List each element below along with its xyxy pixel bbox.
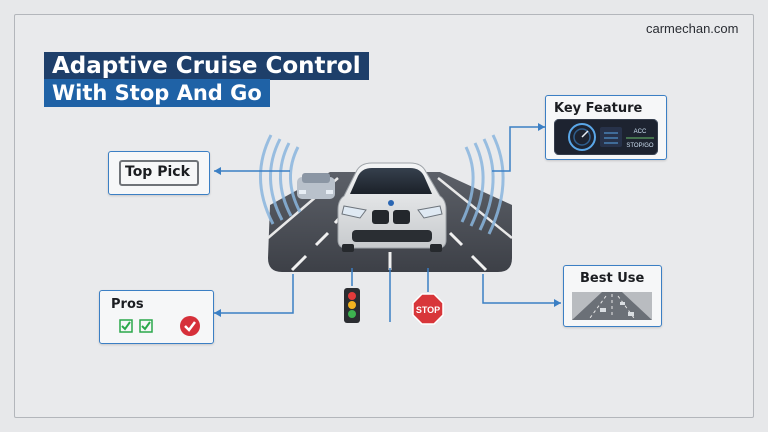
top-pick-badge-frame <box>119 160 199 186</box>
brand-site: carmechan.com <box>646 21 739 36</box>
card-top-pick[interactable]: Top Pick <box>108 151 210 195</box>
arrow-top-pick <box>214 167 221 175</box>
lead-car <box>297 173 335 199</box>
check-circle-icon <box>180 316 200 336</box>
card-pros[interactable]: Pros <box>99 290 214 344</box>
checkbox-check-icon <box>139 319 153 333</box>
top-pick-label: Top Pick <box>125 164 190 180</box>
lane-dashes-right <box>448 231 488 272</box>
highway-icon <box>572 292 652 320</box>
dashboard-mode-text: STOP/GO <box>626 143 654 149</box>
title-line-1: Adaptive Cruise Control <box>44 52 369 80</box>
checkbox-check-icon <box>119 319 133 333</box>
traffic-light-icon <box>344 288 360 323</box>
arrow-key-feature <box>538 123 545 131</box>
radar-waves-left <box>259 134 302 225</box>
dashboard-acc-text: ACC <box>634 129 647 135</box>
card-best-use[interactable]: Best Use <box>563 265 662 327</box>
main-car <box>337 162 447 252</box>
title-line-2: With Stop And Go <box>44 79 270 107</box>
radar-waves-right <box>460 134 505 235</box>
pros-label: Pros <box>111 297 144 312</box>
key-feature-label: Key Feature <box>554 101 643 116</box>
best-use-label: Best Use <box>580 271 645 286</box>
arrow-best-use <box>554 299 561 307</box>
arrow-pros <box>214 309 221 317</box>
card-key-feature[interactable]: Key Feature ACC STOP/GO <box>545 95 667 160</box>
dashboard-display-icon: ACC STOP/GO <box>554 119 658 155</box>
road-edge-right <box>437 177 513 239</box>
connector-lines <box>214 126 561 322</box>
stop-sign-icon: STOP <box>412 293 444 325</box>
stop-sign-text: STOP <box>416 305 440 315</box>
